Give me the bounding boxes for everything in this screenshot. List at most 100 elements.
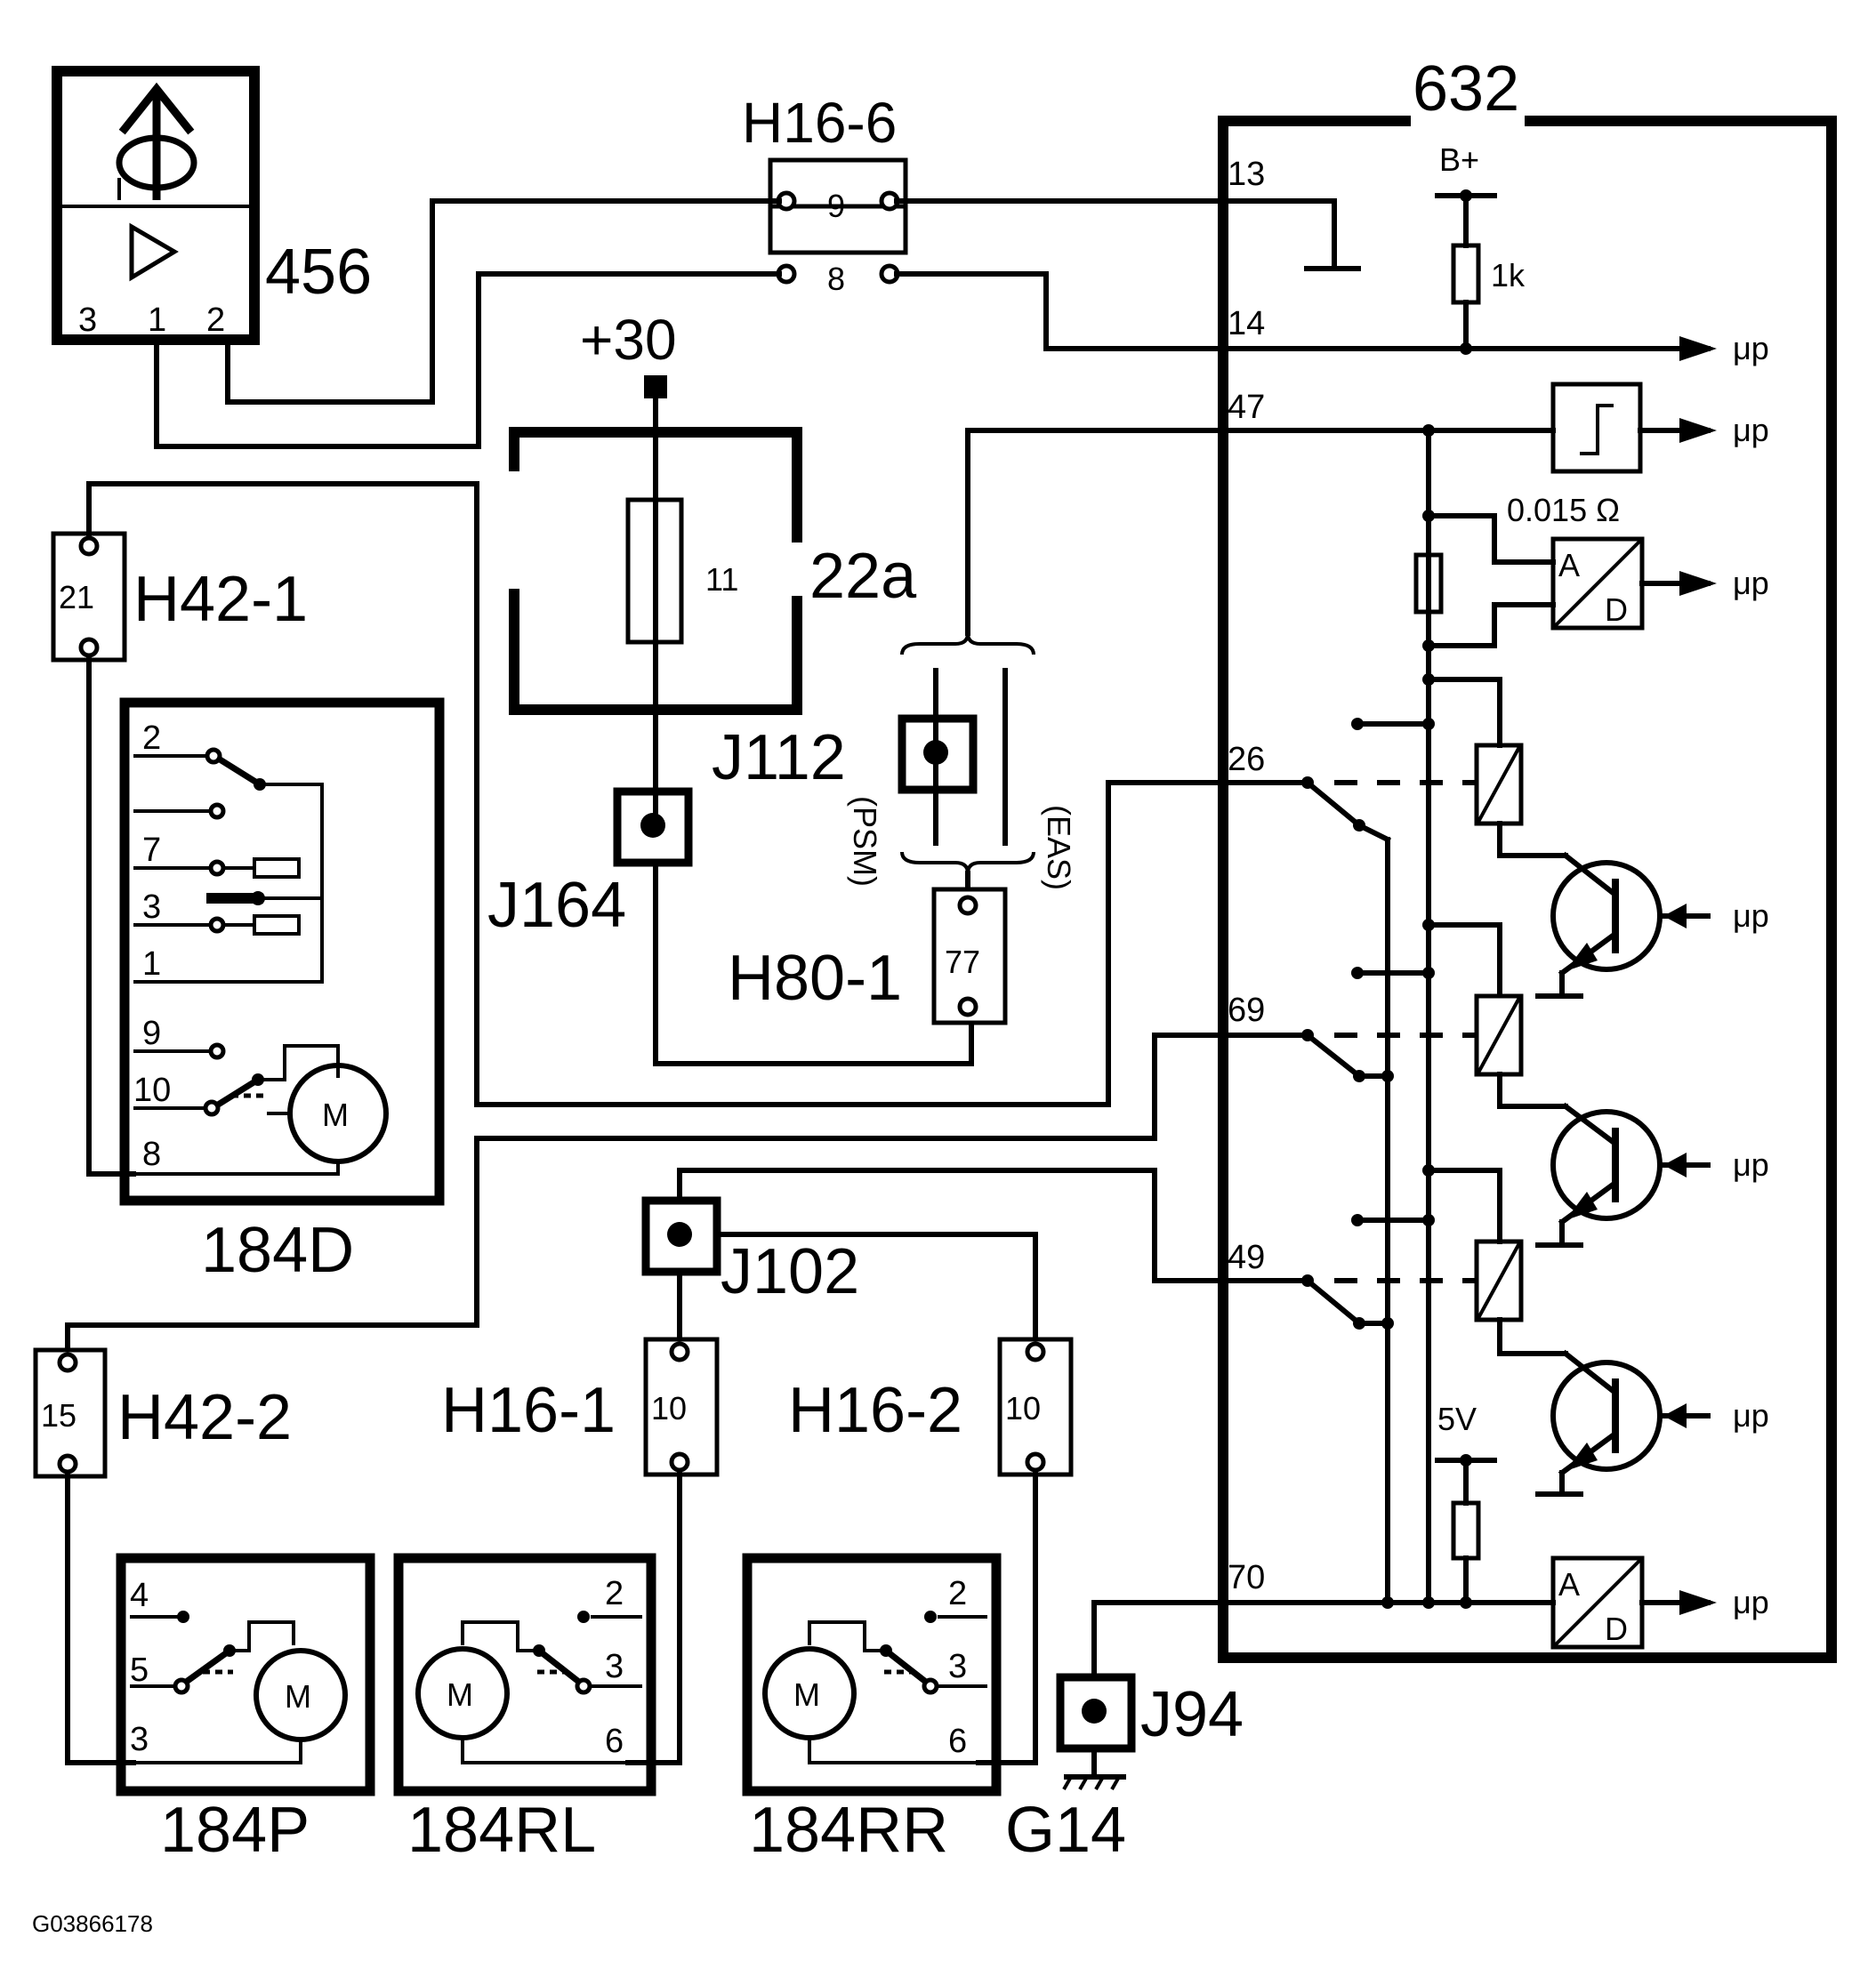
pin-184d-10: 10 [133, 1072, 171, 1109]
pin-184d-8: 8 [142, 1136, 161, 1173]
eas-label: (EAS) [1041, 805, 1077, 890]
component-184p-label: 184P [160, 1795, 310, 1866]
splice-j94-label: J94 [1140, 1679, 1244, 1750]
wire-h42-1-to-26 [86, 481, 1226, 1107]
h16-6-pin-9: 9 [827, 188, 845, 224]
h42-2-pin: 15 [41, 1397, 76, 1434]
pin-184rl-2: 2 [605, 1575, 624, 1612]
pin-184rr-2: 2 [948, 1575, 967, 1612]
connector-h42-2: 15 H42-2 [33, 1347, 292, 1479]
wire-h42-1-to-184d [86, 657, 136, 1177]
mp-output-1: μp [1733, 330, 1769, 366]
psm-label: (PSM) [847, 796, 883, 887]
component-184d: 2 7 3 1 9 10 8 M [119, 697, 445, 1206]
transistor-3: μp [1535, 1349, 1769, 1497]
connector-h42-1: 21 H42-1 [51, 531, 308, 663]
arrow-symbol-icon [116, 82, 197, 200]
mp-output-3: μp [1733, 565, 1769, 601]
ad-a-2: A [1558, 1566, 1580, 1603]
h16-6-pin-8: 8 [827, 261, 845, 297]
relay-3 [1220, 1164, 1568, 1356]
connector-h16-6: H16-6 9 8 [742, 91, 908, 297]
pin-456-1: 1 [148, 301, 166, 339]
transistor-2: μp [1535, 1102, 1769, 1248]
pin-632-47: 47 [1228, 389, 1265, 426]
splice-j164-label: J164 [487, 870, 626, 941]
h80-1-pin: 77 [945, 944, 980, 980]
ad-a-1: A [1558, 547, 1580, 583]
shunt-label: 0.015 Ω [1507, 492, 1620, 528]
transistor-1: μp [1535, 851, 1769, 999]
connector-h16-2-label: H16-2 [788, 1375, 962, 1446]
motor-184rr: M [793, 1676, 820, 1713]
plus-30-label: +30 [580, 308, 677, 372]
h16-1-pin: 10 [651, 1390, 687, 1427]
component-456-label: 456 [265, 237, 372, 308]
connector-h42-1-label: H42-1 [133, 564, 308, 635]
pin-184p-5: 5 [130, 1652, 149, 1689]
ad-d-1: D [1605, 591, 1628, 628]
connector-h16-6-label: H16-6 [742, 91, 897, 155]
resistor-1k-label: 1k [1491, 257, 1526, 293]
pin-184p-3: 3 [130, 1721, 149, 1758]
splice-j112: J112 (PSM) (EAS) [712, 428, 1226, 901]
connector-h80-1-label: H80-1 [728, 943, 902, 1014]
wires-456 [154, 198, 1226, 449]
pin-184rr-3: 3 [948, 1648, 967, 1685]
pin-632-26: 26 [1228, 741, 1265, 778]
pin-184d-2: 2 [142, 719, 161, 757]
pin-456-2: 2 [206, 301, 225, 339]
ad-d-2: D [1605, 1611, 1628, 1647]
mp-output-5: μp [1733, 1146, 1769, 1183]
component-184rl: 2 3 6 M [393, 1553, 656, 1796]
mp-output-4: μp [1733, 897, 1769, 934]
fuse-11-label: 11 [705, 561, 738, 598]
component-184rr: 2 3 6 M [742, 1553, 1002, 1796]
ground-g14-label: G14 [1005, 1795, 1126, 1866]
pin-184rl-3: 3 [605, 1648, 624, 1685]
connector-h16-2: 10 H16-2 [788, 1337, 1074, 1477]
five-v-label: 5V [1437, 1401, 1477, 1437]
control-module-632-label: 632 [1413, 53, 1519, 125]
triangle-symbol-icon [129, 222, 179, 282]
connector-h16-1: 10 H16-1 [441, 1337, 720, 1477]
mp-output-2: μp [1733, 412, 1769, 448]
h16-2-pin: 10 [1005, 1390, 1041, 1427]
splice-j112-label: J112 [712, 722, 846, 793]
pin-456-3: 3 [78, 301, 97, 339]
pin-184d-3: 3 [142, 888, 161, 926]
wire-j102-to-49 [677, 1168, 1226, 1283]
b-plus-label: B+ [1439, 141, 1479, 178]
relay-1 [1220, 673, 1568, 858]
fuse-box-22a: +30 11 22a [509, 308, 917, 817]
pin-184p-4: 4 [130, 1577, 149, 1614]
connector-h80-1: 77 H80-1 [728, 887, 1008, 1025]
reference-code: G03866178 [32, 1910, 153, 1937]
connector-h16-1-label: H16-1 [441, 1375, 616, 1446]
relay-2 [1220, 919, 1568, 1109]
wire-h42-2-to-69 [65, 1033, 1226, 1353]
component-184rr-label: 184RR [749, 1795, 948, 1866]
pin-632-70: 70 [1228, 1559, 1265, 1596]
motor-184d: M [322, 1097, 349, 1133]
pin-184d-7: 7 [142, 832, 161, 869]
motor-184rl: M [447, 1676, 473, 1713]
pin-632-69: 69 [1228, 992, 1265, 1029]
mp-output-7: μp [1733, 1584, 1769, 1620]
pin-632-13: 13 [1228, 156, 1265, 193]
pin-184rr-6: 6 [948, 1723, 967, 1760]
pin-184rl-6: 6 [605, 1723, 624, 1760]
pin-184d-9: 9 [142, 1015, 161, 1052]
h42-1-pin: 21 [59, 579, 94, 615]
mp-output-6: μp [1733, 1397, 1769, 1434]
motor-184p: M [285, 1678, 311, 1715]
component-456: 456 3 1 2 [52, 66, 372, 345]
control-module-632: 632 13 14 47 26 69 49 70 B+ 1k μp μp [1218, 53, 1837, 1663]
splice-j102-label: J102 [721, 1236, 859, 1307]
component-184p: 4 5 3 M [116, 1553, 375, 1796]
pin-184d-1: 1 [142, 945, 161, 983]
connector-h42-2-label: H42-2 [117, 1382, 292, 1453]
component-22a-label: 22a [809, 541, 917, 612]
pin-632-49: 49 [1228, 1239, 1265, 1276]
